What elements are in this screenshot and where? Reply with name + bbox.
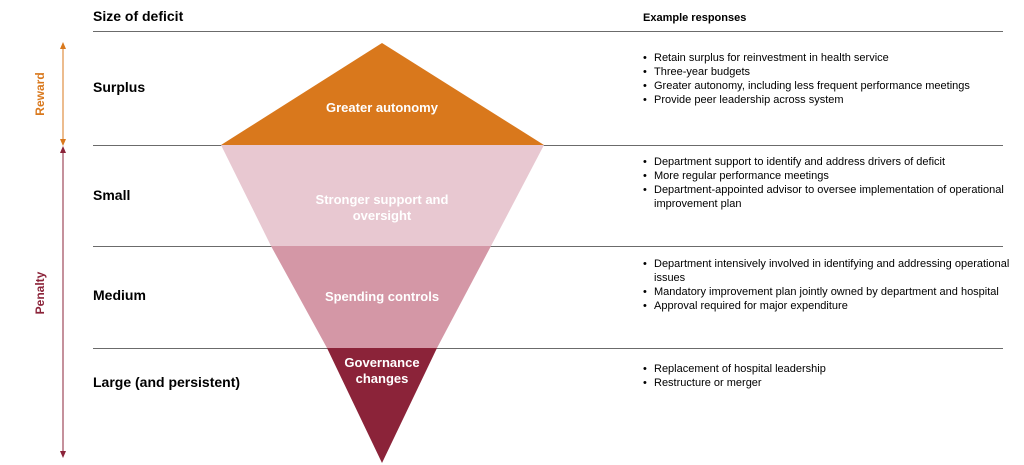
- example-responses-header: Example responses: [643, 12, 747, 24]
- response-item: Three-year budgets: [643, 65, 1013, 79]
- reward-label: Reward: [33, 72, 47, 116]
- tier-small-shape: [221, 145, 544, 246]
- response-item: Department support to identify and addre…: [643, 155, 1013, 169]
- divider-top: [93, 31, 1003, 32]
- tier-label-stronger-support: Stronger support and oversight: [315, 192, 449, 223]
- response-item: Provide peer leadership across system: [643, 93, 1013, 107]
- divider-small-medium: [93, 246, 1003, 247]
- responses-small: Department support to identify and addre…: [643, 155, 1013, 211]
- tier-surplus-shape: [221, 43, 544, 145]
- row-label-medium: Medium: [93, 287, 146, 303]
- row-label-surplus: Surplus: [93, 79, 146, 95]
- response-item: Greater autonomy, including less frequen…: [643, 79, 1013, 93]
- tier-label-governance-changes: Governance changes: [344, 355, 420, 386]
- responses-medium: Department intensively involved in ident…: [643, 257, 1013, 313]
- response-item: Approval required for major expenditure: [643, 299, 1013, 313]
- response-item: Replacement of hospital leadership: [643, 362, 1013, 376]
- response-item: Retain surplus for reinvestment in healt…: [643, 51, 1013, 65]
- reward-arrow: [60, 42, 66, 146]
- divider-medium-large: [93, 348, 1003, 349]
- penalty-arrow: [60, 146, 66, 458]
- response-item: More regular performance meetings: [643, 169, 1013, 183]
- size-of-deficit-header: Size of deficit: [93, 8, 184, 24]
- response-item: Restructure or merger: [643, 376, 1013, 390]
- responses-large: Replacement of hospital leadership Restr…: [643, 362, 1013, 390]
- divider-surplus-small: [93, 145, 1003, 146]
- response-item: Department intensively involved in ident…: [643, 257, 1013, 285]
- row-label-large: Large (and persistent): [93, 374, 241, 390]
- tier-label-spending-controls: Spending controls: [324, 289, 440, 304]
- response-item: Department-appointed advisor to oversee …: [643, 183, 1013, 211]
- tier-medium-shape: [271, 246, 491, 348]
- row-label-small: Small: [93, 187, 131, 203]
- tier-large-shape: [327, 348, 437, 463]
- penalty-label: Penalty: [33, 271, 47, 315]
- tier-label-greater-autonomy: Greater autonomy: [326, 100, 438, 115]
- response-item: Mandatory improvement plan jointly owned…: [643, 285, 1013, 299]
- responses-surplus: Retain surplus for reinvestment in healt…: [643, 51, 1013, 107]
